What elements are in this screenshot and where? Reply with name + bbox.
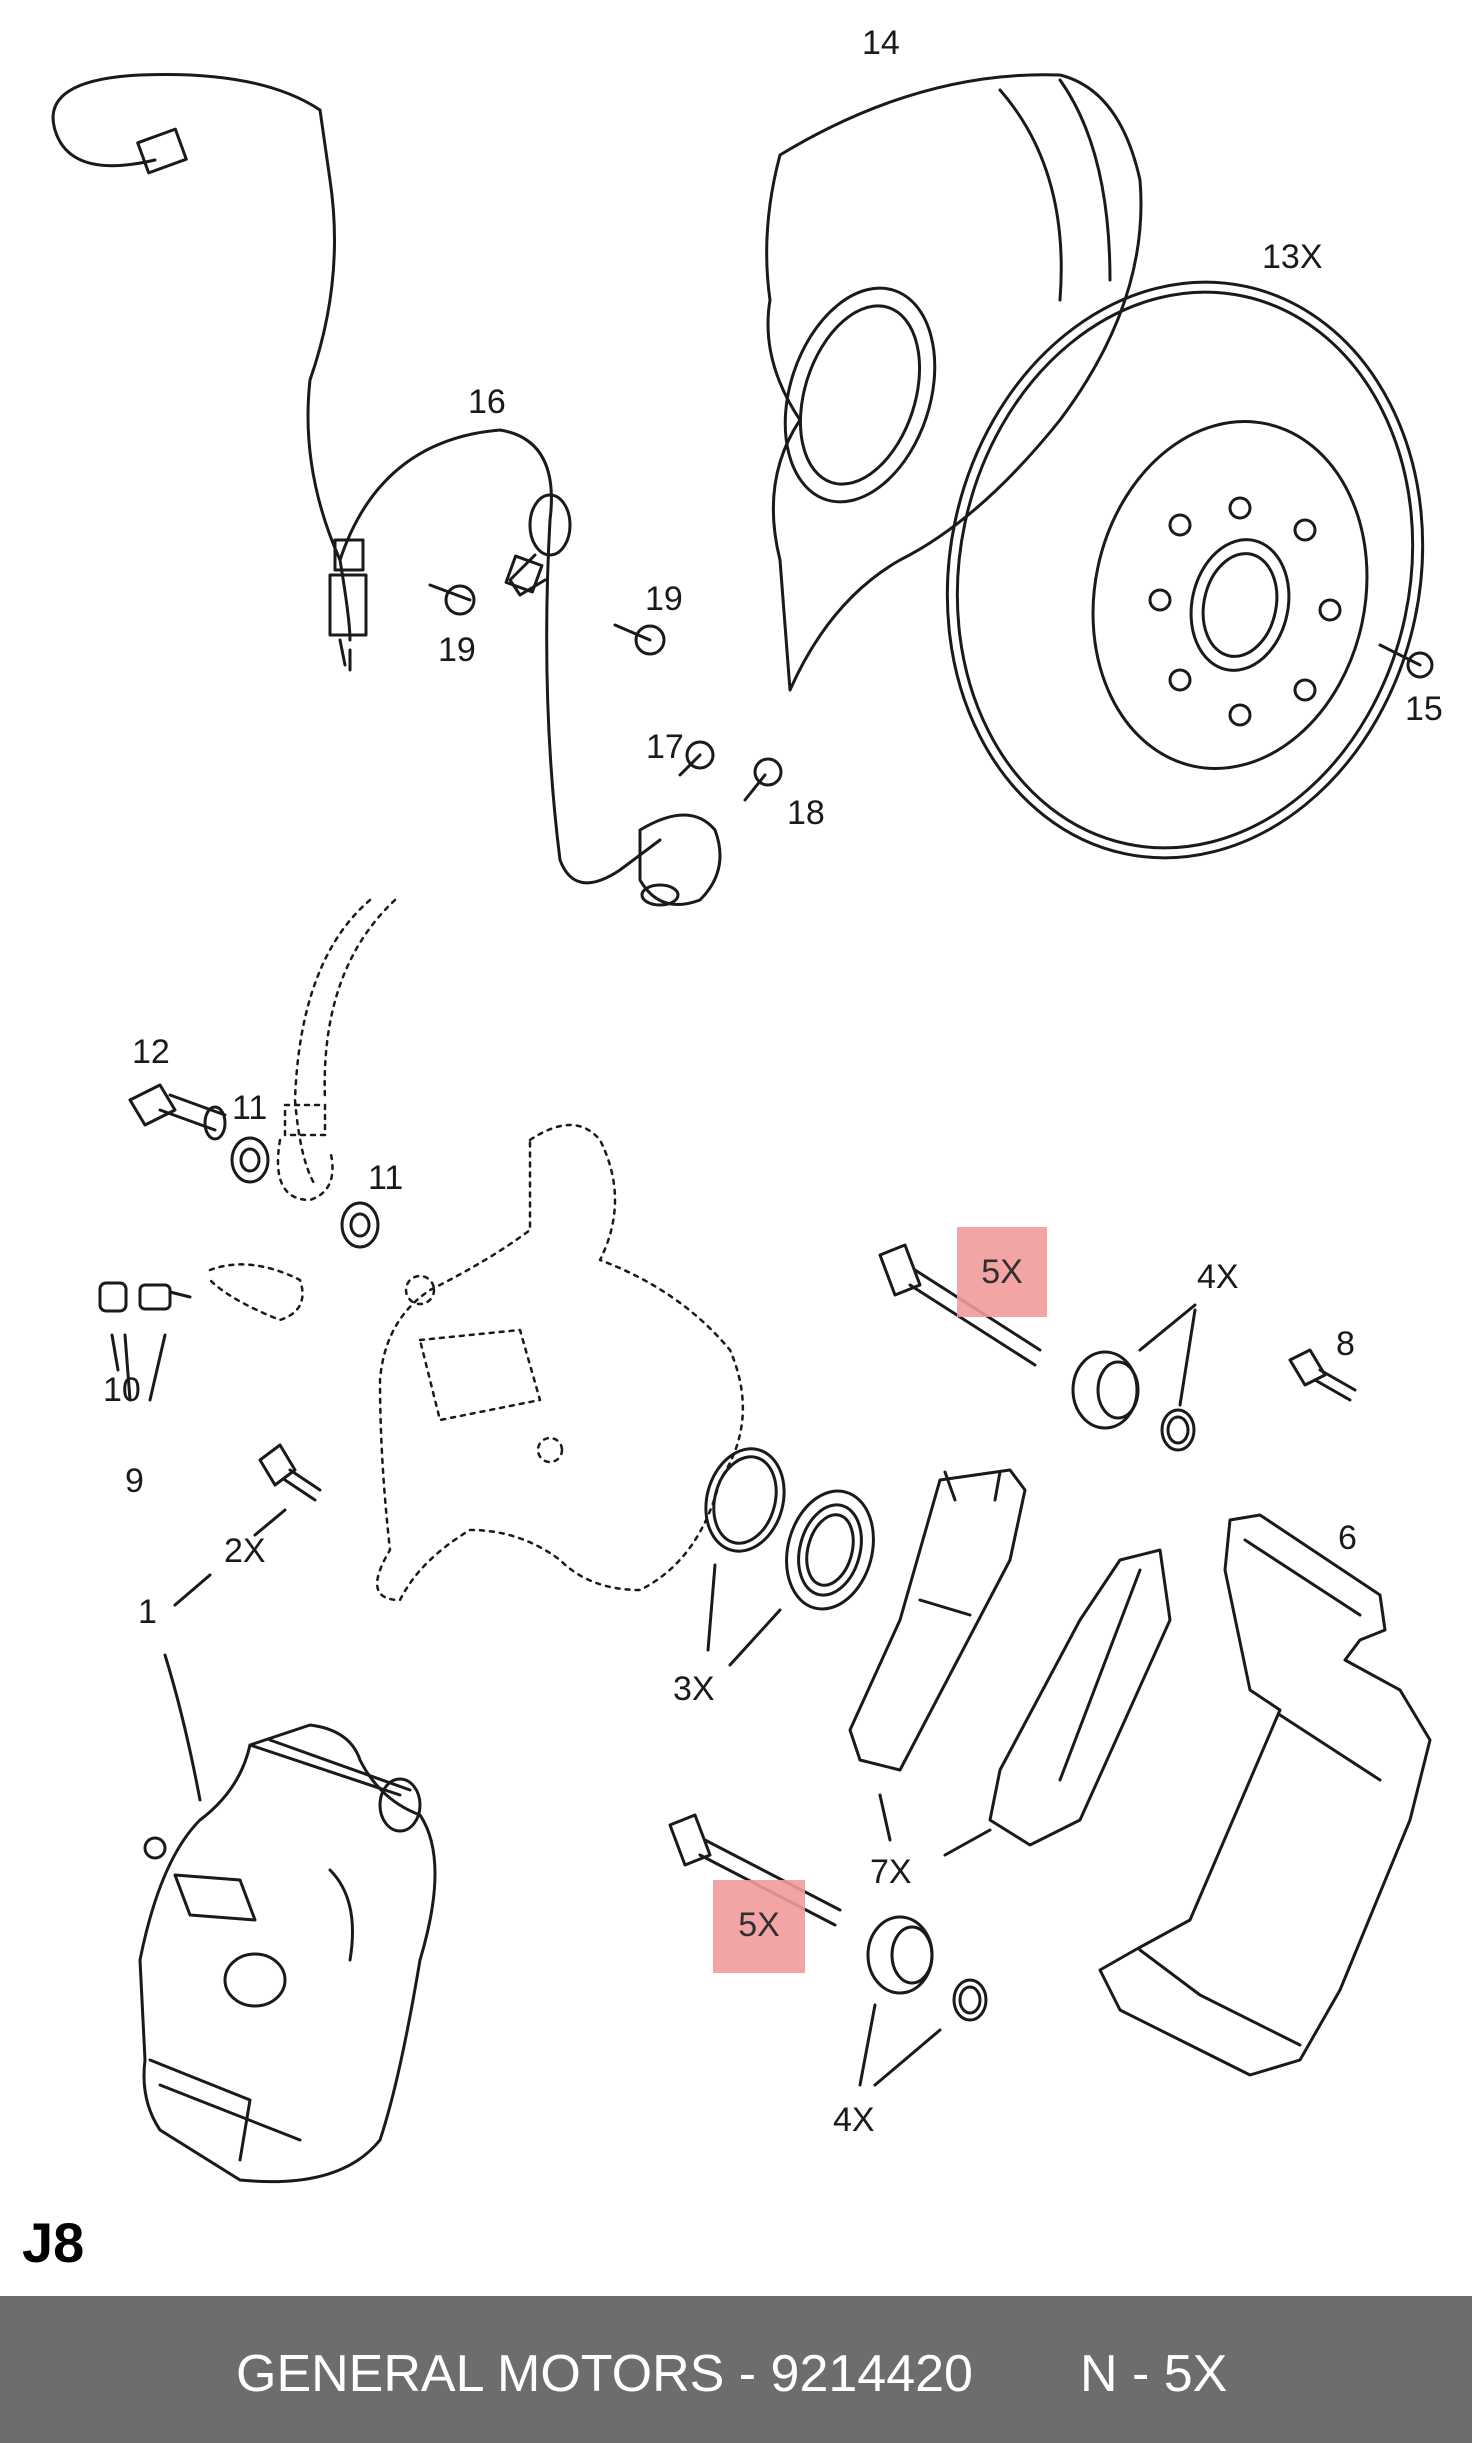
bleeder-screw-part [138,1283,192,1311]
carrier-bolt-part [1288,1348,1357,1402]
label-18: 18 [787,794,825,832]
label-2x: 2X [224,1532,266,1570]
screw-17 [678,740,715,777]
guide-bushing-upper [1071,1350,1140,1430]
label-4x-lower: 4X [833,2101,875,2139]
piston-seal-ring [704,1447,786,1553]
bleeder-cap-part [98,1281,128,1313]
screw-18 [743,757,783,802]
highlight-5x-upper: 5X [957,1227,1047,1317]
sensor-screw-19a [428,583,476,616]
label-4x-upper: 4X [1197,1258,1239,1296]
sensor-screw-19b [613,623,666,656]
label-10: 10 [103,1371,141,1409]
disc-screw-15 [1378,643,1434,679]
exploded-brake-diagram [51,72,1434,2184]
label-19-left: 19 [438,631,476,669]
footer-note: N - 5X [1080,2345,1228,2403]
steering-knuckle-reference [208,1123,745,1602]
brake-disc-part [945,280,1425,860]
guide-ring-lower [952,1978,988,2022]
sealing-washer-b [340,1201,380,1249]
label-6: 6 [1338,1519,1357,1557]
label-12: 12 [132,1033,170,1071]
abs-sensor-cable-part [51,72,722,907]
label-19-right: 19 [645,580,683,618]
label-9: 9 [125,1462,144,1500]
label-11-upper: 11 [232,1089,268,1127]
brake-hose-reference [276,898,397,1202]
highlight-5x-lower: 5X [713,1880,805,1973]
label-16: 16 [468,383,506,421]
label-1: 1 [138,1593,157,1631]
page-code: J8 [22,2211,85,2274]
piston-dust-boot [785,1489,875,1611]
inner-brake-pad [848,1468,1027,1772]
label-15: 15 [1405,690,1443,728]
banjo-bolt-part [128,1083,227,1141]
guide-ring-upper [1160,1408,1196,1452]
footer-brand-part-number: GENERAL MOTORS - 9214420 [236,2345,973,2403]
label-11-lower: 11 [368,1159,404,1197]
caliper-bolt-part [258,1443,322,1502]
label-3x: 3X [673,1670,715,1708]
sealing-washer-a [230,1136,270,1184]
label-14: 14 [862,24,900,62]
label-7x: 7X [870,1853,912,1891]
splash-shield-part [765,73,1143,692]
guide-bushing-lower [866,1915,934,1995]
caliper-carrier-part [1098,1513,1432,2077]
label-13x: 13X [1262,238,1323,276]
label-5x-upper: 5X [981,1253,1023,1291]
label-8: 8 [1336,1325,1355,1363]
footer-bar: GENERAL MOTORS - 9214420 N - 5X [0,2296,1472,2443]
label-17: 17 [646,728,684,766]
outer-brake-pad [988,1548,1172,1847]
label-5x-lower: 5X [738,1906,780,1944]
caliper-housing-part [138,1723,437,2184]
